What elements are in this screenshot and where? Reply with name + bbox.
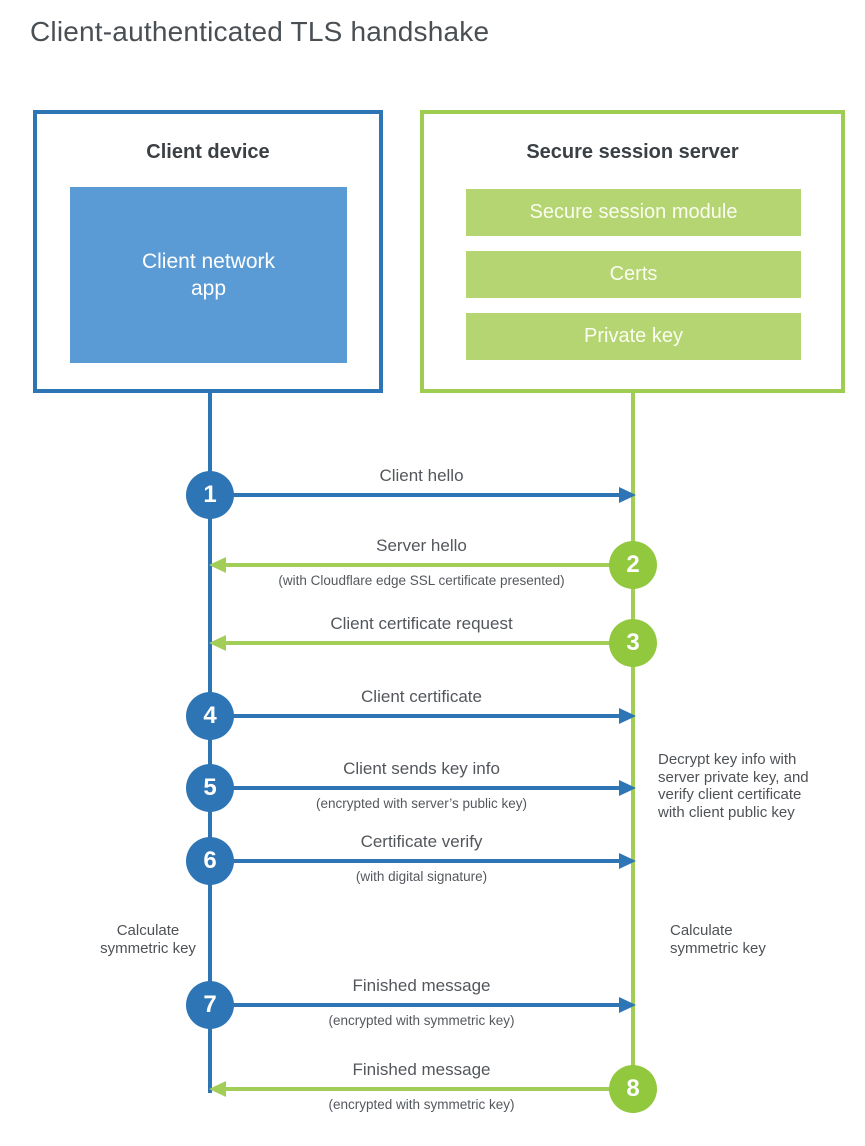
step-6-arrow-line bbox=[210, 859, 620, 863]
step-5-sublabel: (encrypted with server’s public key) bbox=[315, 796, 528, 811]
step-8-arrow-line bbox=[226, 1087, 633, 1091]
client-device-title: Client device bbox=[146, 141, 270, 163]
step-7-arrowhead-icon bbox=[619, 997, 636, 1013]
step-2-label: Server hello bbox=[376, 536, 467, 555]
step-6-arrowhead-icon bbox=[619, 853, 636, 869]
step-3-circle: 3 bbox=[609, 619, 657, 667]
step-4-arrow-line bbox=[210, 714, 620, 718]
secure-session-server-box: Secure session server Secure session mod… bbox=[420, 110, 845, 393]
step-8-label: Finished message bbox=[352, 1060, 491, 1079]
step-1-arrow-line bbox=[210, 493, 620, 497]
private-key-bar: Private key bbox=[466, 313, 801, 360]
step-8-circle: 8 bbox=[609, 1065, 657, 1113]
step-5-arrowhead-icon bbox=[619, 780, 636, 796]
step-5-arrow-line bbox=[210, 786, 620, 790]
step-7-sublabel: (encrypted with symmetric key) bbox=[328, 1013, 515, 1028]
step-3-arrowhead-icon bbox=[209, 635, 226, 651]
step-1-circle: 1 bbox=[186, 471, 234, 519]
step-5-label: Client sends key info bbox=[343, 759, 500, 778]
step-5-circle: 5 bbox=[186, 764, 234, 812]
step-6-sublabel: (with digital signature) bbox=[355, 869, 488, 884]
server-lifeline bbox=[631, 393, 635, 1091]
certs-bar: Certs bbox=[466, 251, 801, 298]
step-3-arrow-line bbox=[226, 641, 633, 645]
step-7-arrow-line bbox=[210, 1003, 620, 1007]
step-2-arrowhead-icon bbox=[209, 557, 226, 573]
step-4-label: Client certificate bbox=[361, 687, 482, 706]
decrypt-key-info-note: Decrypt key info with server private key… bbox=[658, 751, 809, 821]
step-4-arrowhead-icon bbox=[619, 708, 636, 724]
secure-session-module-bar: Secure session module bbox=[466, 189, 801, 236]
step-1-arrowhead-icon bbox=[619, 487, 636, 503]
calculate-symmetric-key-note-client: Calculate symmetric key bbox=[100, 922, 196, 957]
step-1-label: Client hello bbox=[379, 466, 464, 485]
step-6-label: Certificate verify bbox=[360, 832, 483, 851]
step-8-sublabel: (encrypted with symmetric key) bbox=[328, 1097, 515, 1112]
client-network-app-box: Client network app bbox=[70, 187, 347, 363]
secure-session-server-title: Secure session server bbox=[526, 141, 739, 163]
step-2-circle: 2 bbox=[609, 541, 657, 589]
step-7-label: Finished message bbox=[352, 976, 491, 995]
step-4-circle: 4 bbox=[186, 692, 234, 740]
step-6-circle: 6 bbox=[186, 837, 234, 885]
step-8-arrowhead-icon bbox=[209, 1081, 226, 1097]
step-7-circle: 7 bbox=[186, 981, 234, 1029]
calculate-symmetric-key-note-server: Calculate symmetric key bbox=[670, 922, 766, 957]
page-title: Client-authenticated TLS handshake bbox=[30, 16, 490, 47]
step-3-label: Client certificate request bbox=[330, 614, 513, 633]
client-device-box: Client device Client network app bbox=[33, 110, 383, 393]
step-2-sublabel: (with Cloudflare edge SSL certificate pr… bbox=[278, 573, 565, 588]
step-2-arrow-line bbox=[226, 563, 633, 567]
client-lifeline bbox=[208, 393, 212, 1093]
